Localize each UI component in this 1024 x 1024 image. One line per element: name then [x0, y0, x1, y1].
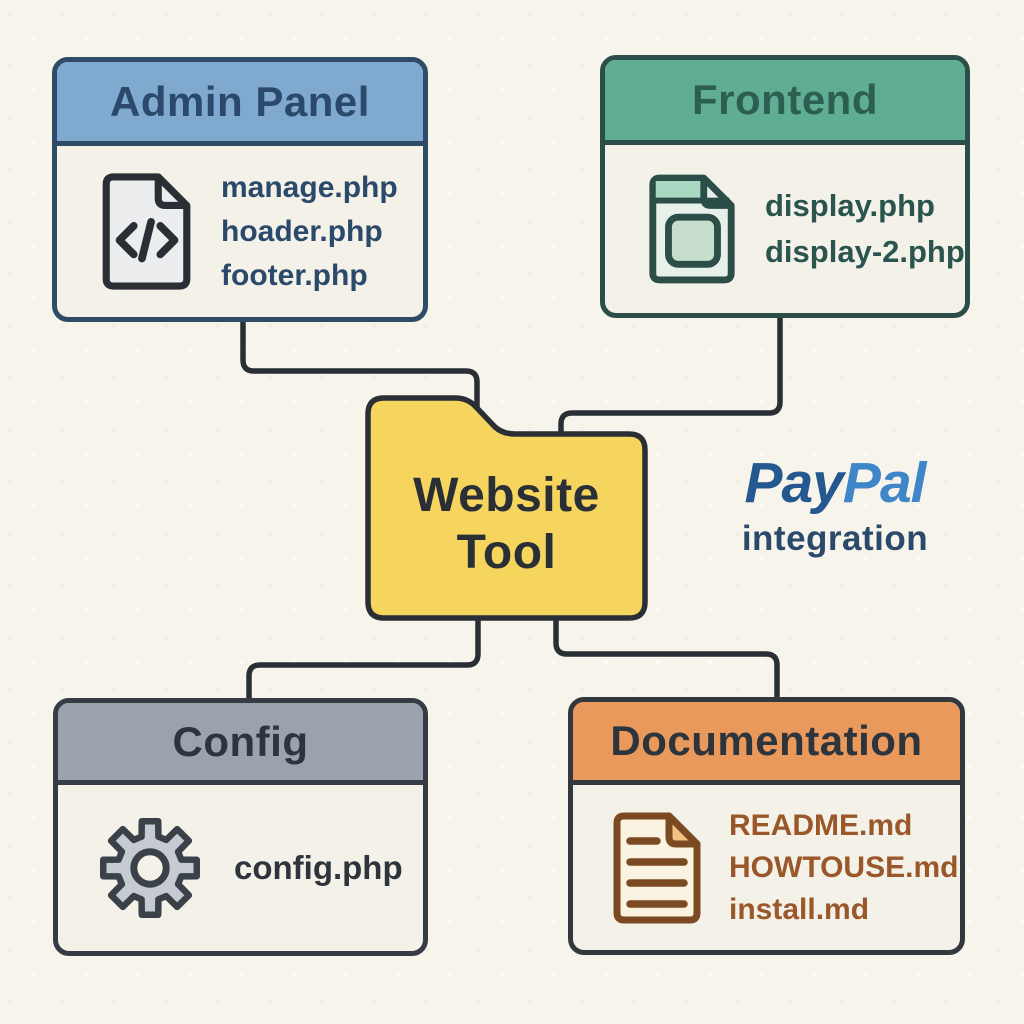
file-item: install.md [729, 892, 870, 926]
file-item: hoader.php [221, 214, 383, 248]
paypal-subtitle: integration [741, 518, 929, 558]
paypal-logo-pal: Pal [842, 451, 927, 515]
file-item: footer.php [221, 258, 368, 292]
website-tool-label-line1: Website [413, 469, 600, 523]
file-item: HOWTOUSE.md [729, 850, 959, 884]
code-file-icon [102, 172, 191, 290]
documentation-file-list: README.md HOWTOUSE.md install.md [729, 805, 958, 931]
file-item: display-2.php [765, 234, 965, 269]
paypal-integration: PayPal integration [705, 452, 965, 559]
admin-panel-body: manage.php hoader.php footer.php [57, 146, 423, 317]
file-item: manage.php [221, 170, 398, 204]
connector-admin-to-folder [240, 319, 480, 448]
frontend-header: Frontend [605, 60, 965, 145]
file-item: display.php [765, 188, 935, 223]
admin-panel-file-list: manage.php hoader.php footer.php [221, 166, 398, 298]
config-body: config.php [58, 785, 423, 951]
node-config: Config config.php [53, 698, 428, 956]
gear-icon [99, 817, 201, 919]
config-title: Config [172, 717, 309, 765]
config-header: Config [58, 703, 423, 785]
frontend-file-list: display.php display-2.php [765, 183, 965, 275]
frontend-body: display.php display-2.php [605, 145, 965, 313]
paypal-logo-pay: Pay [744, 451, 844, 515]
documentation-title: Documentation [610, 717, 923, 764]
node-frontend: Frontend display.php display-2.php [600, 55, 970, 318]
admin-panel-title: Admin Panel [110, 77, 370, 125]
config-file-list: config.php [234, 849, 403, 887]
file-item: config.php [234, 849, 403, 886]
website-tool-label-line2: Tool [456, 526, 557, 579]
connector-frontend-to-folder [558, 315, 783, 451]
documentation-body: README.md HOWTOUSE.md install.md [573, 785, 960, 950]
document-icon [613, 812, 701, 923]
website-tool-label: Website Tool [368, 432, 645, 618]
connector-folder-to-config [246, 613, 481, 703]
frontend-title: Frontend [692, 76, 878, 123]
node-admin-panel: Admin Panel manage.php hoader.php footer… [52, 57, 428, 322]
node-documentation: Documentation README.md HOWTOUSE.md inst… [568, 697, 965, 955]
admin-panel-header: Admin Panel [57, 62, 423, 146]
connector-folder-to-documentation [553, 613, 780, 702]
website-tool-folder [365, 395, 648, 621]
documentation-header: Documentation [573, 702, 960, 785]
file-item: README.md [729, 808, 913, 842]
paypal-logo: PayPal [744, 451, 927, 515]
page-file-icon [649, 174, 735, 284]
